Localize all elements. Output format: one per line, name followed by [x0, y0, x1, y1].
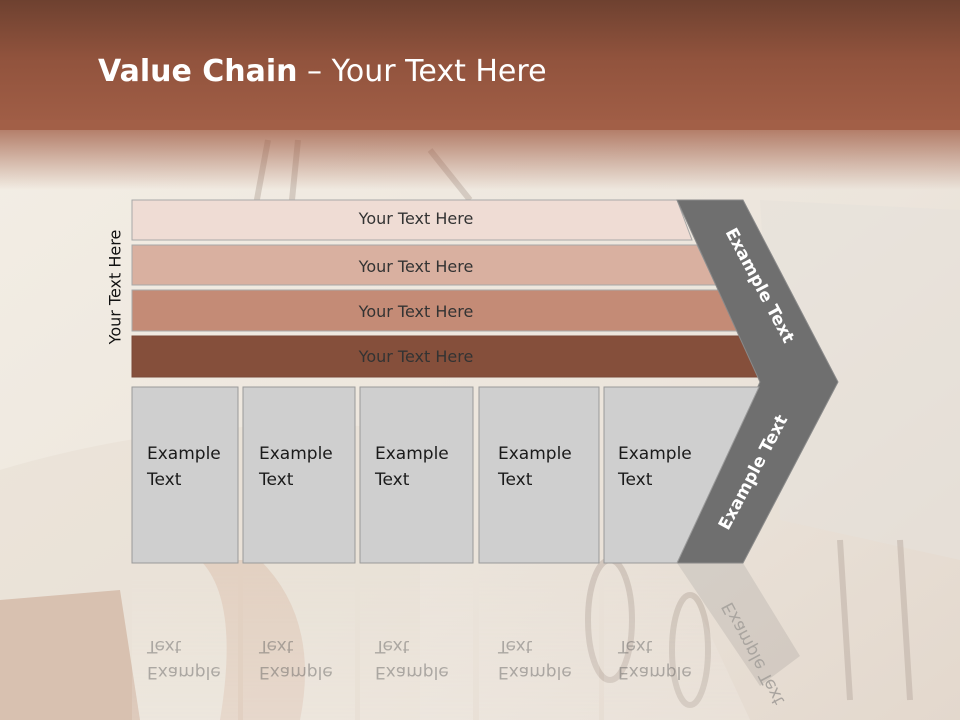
card-3-line2: Text: [374, 470, 410, 490]
card-5-line2: Text: [617, 470, 653, 490]
header-band: [0, 0, 960, 130]
card-3-box: [359, 386, 474, 564]
card-1-line1: Example: [147, 444, 221, 464]
bar-3-label: Your Text Here: [358, 302, 474, 321]
card-4-line2: Text: [497, 470, 533, 490]
bar-4-label: Your Text Here: [358, 347, 474, 366]
bar-1: Your Text Here: [131, 199, 693, 241]
reflection-card-1-line1: Example: [147, 662, 221, 682]
card-4-box: [478, 386, 600, 564]
bar-2-label: Your Text Here: [358, 257, 474, 276]
reflection: Example Text Example Text Example Text E…: [132, 563, 800, 720]
card-1: Example Text: [131, 386, 239, 564]
reflection-card-3-line1: Example: [375, 662, 449, 682]
bar-1-label: Your Text Here: [358, 209, 474, 228]
card-2: Example Text: [242, 386, 356, 564]
reflection-card-3-line2: Text: [374, 636, 410, 656]
reflection-card-1-line2: Text: [146, 636, 182, 656]
bar-4: Your Text Here: [131, 335, 763, 378]
header-fade: [0, 120, 960, 190]
card-2-line1: Example: [259, 444, 333, 464]
card-5: Example Text: [603, 386, 760, 564]
reflection-card-4-line2: Text: [497, 636, 533, 656]
reflection-card-5-line2: Text: [617, 636, 653, 656]
title-rest: – Your Text Here: [297, 54, 547, 89]
card-3-line1: Example: [375, 444, 449, 464]
reflection-card-4-line1: Example: [498, 662, 572, 682]
slide-title: Value Chain – Your Text Here: [98, 54, 547, 89]
bar-1-shape: [131, 199, 693, 241]
card-3: Example Text: [359, 386, 474, 564]
bar-3: Your Text Here: [131, 289, 741, 332]
card-4: Example Text: [478, 386, 600, 564]
card-2-line2: Text: [258, 470, 294, 490]
card-4-line1: Example: [498, 444, 572, 464]
reflection-card-2-line1: Example: [259, 662, 333, 682]
title-bold: Value Chain: [98, 54, 298, 89]
card-1-line2: Text: [146, 470, 182, 490]
card-1-box: [131, 386, 239, 564]
bar-2: Your Text Here: [131, 244, 717, 286]
chevron-arrow: [676, 199, 839, 564]
reflection-card-2-line2: Text: [258, 636, 294, 656]
reflection-card-5-line1: Example: [618, 662, 692, 682]
card-5-line1: Example: [618, 444, 692, 464]
card-2-box: [242, 386, 356, 564]
